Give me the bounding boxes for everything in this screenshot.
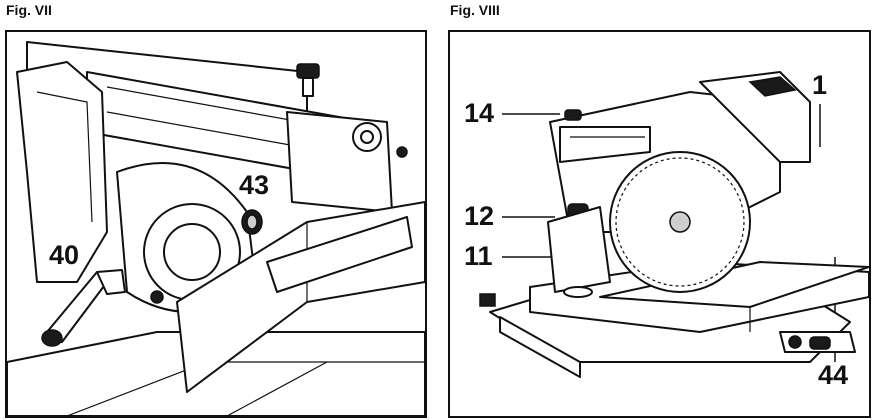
- callout-1: 1: [812, 70, 828, 100]
- callout-12: 12: [464, 201, 495, 231]
- figure-vii-panel: 43 40: [5, 30, 427, 418]
- figure-viii-title: Fig. VIII: [450, 2, 500, 18]
- callout-11: 11: [464, 241, 493, 271]
- figure-vii-drawing: [7, 41, 425, 416]
- callout-43: 43: [239, 170, 270, 200]
- callout-44: 44: [818, 360, 849, 390]
- callout-14: 14: [464, 98, 495, 128]
- figure-viii-drawing: [479, 71, 869, 378]
- callout-40: 40: [49, 240, 80, 270]
- figure-vii-title: Fig. VII: [6, 2, 52, 18]
- figure-viii-panel: 1 14 12 11 44: [448, 30, 871, 418]
